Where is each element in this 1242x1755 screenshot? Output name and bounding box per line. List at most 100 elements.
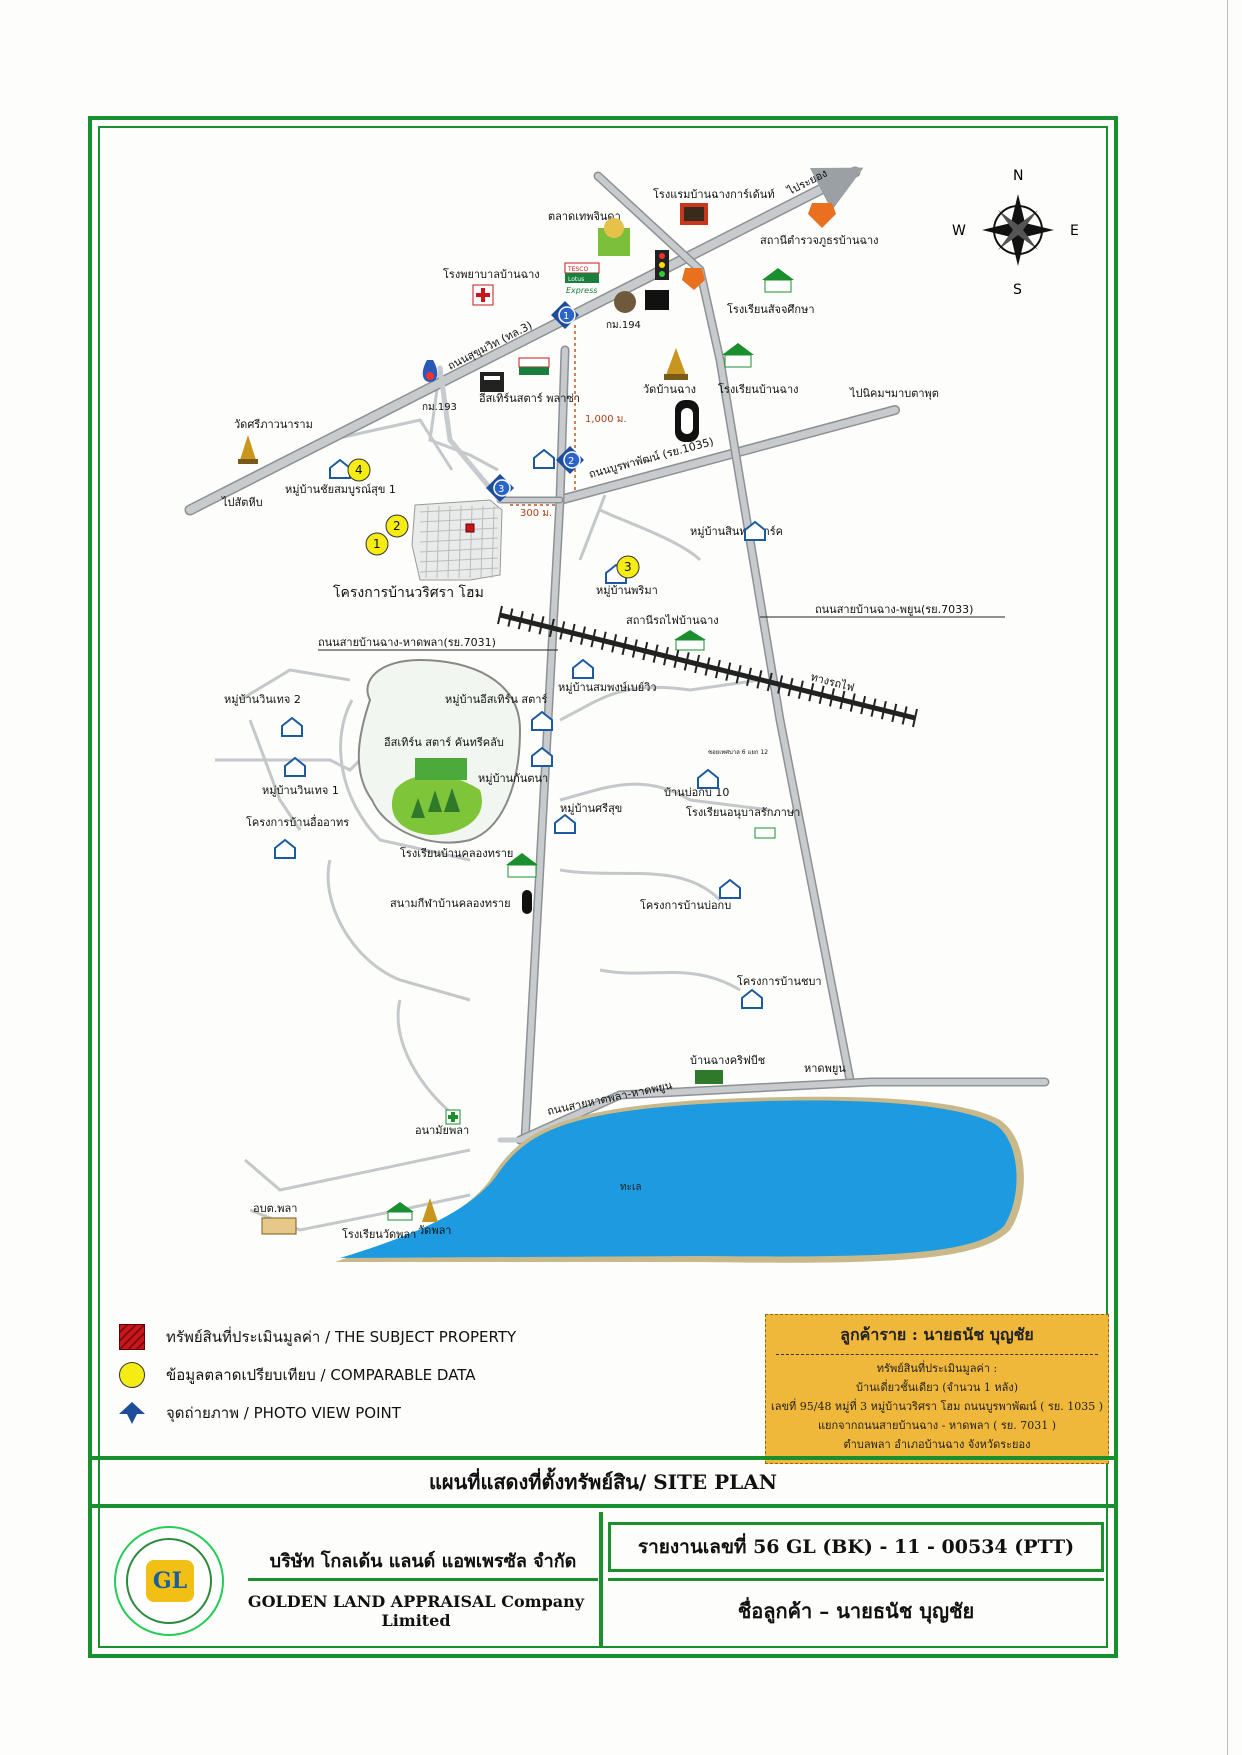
gas-station-icon	[422, 360, 438, 382]
svg-text:ตลาดเทพจินดา: ตลาดเทพจินดา	[548, 210, 621, 223]
svg-text:4: 4	[355, 463, 363, 477]
building-icon	[480, 372, 504, 392]
school-khlong-sai-icon	[506, 853, 538, 878]
legend-subject-label: ทรัพย์สินที่ประเมินมูลค่า / THE SUBJECT …	[166, 1328, 517, 1346]
village-icon	[719, 878, 741, 899]
comparable-1: 1	[365, 532, 389, 556]
photo-view-point-icon	[119, 1402, 145, 1424]
village-icon	[281, 716, 303, 737]
svg-text:อีสเทิร์น สตาร์ คันทรีคลับ: อีสเทิร์น สตาร์ คันทรีคลับ	[384, 736, 504, 749]
client-line-2: บ้านเดี่ยวชั้นเดียว (จำนวน 1 หลัง)	[856, 1381, 1018, 1394]
photo-view-points: 1 2 3	[486, 301, 584, 502]
legend-photo: จุดถ่ายภาพ / PHOTO VIEW POINT	[110, 1394, 750, 1432]
svg-text:1,000 ม.: 1,000 ม.	[585, 414, 627, 425]
photo-point-3: 3	[486, 474, 514, 502]
svg-text:ถนนสายบ้านฉาง-หาดพลา(รย.7031): ถนนสายบ้านฉาง-หาดพลา(รย.7031)	[318, 636, 496, 649]
svg-text:ถนนสายบ้านฉาง-พยูน(รย.7033): ถนนสายบ้านฉาง-พยูน(รย.7033)	[815, 603, 973, 616]
svg-text:บ้านฉางคริฟบีช: บ้านฉางคริฟบีช	[690, 1054, 765, 1067]
golf-course	[357, 658, 522, 844]
svg-text:หมู่บ้านสินทวี พาร์ค: หมู่บ้านสินทวี พาร์ค	[690, 525, 783, 538]
temple-icon	[664, 348, 688, 380]
svg-text:หมู่บ้านอีสเทิร์น สตาร์: หมู่บ้านอีสเทิร์น สตาร์	[445, 693, 547, 706]
company-panel: GL บริษัท โกลเด้น แลนด์ แอพเพรซัล จำกัด …	[98, 1512, 603, 1648]
svg-text:สถานีตำรวจภูธรบ้านฉาง: สถานีตำรวจภูธรบ้านฉาง	[760, 234, 879, 247]
svg-text:วัดศรีภาวนาราม: วัดศรีภาวนาราม	[234, 418, 313, 431]
railway	[497, 605, 918, 728]
village-icon	[329, 458, 351, 479]
comparable-data-icon	[119, 1362, 145, 1388]
svg-text:หมู่บ้านกันตนา: หมู่บ้านกันตนา	[478, 772, 548, 785]
tesco-lotus-plaza-icon	[518, 357, 550, 375]
school2-icon	[722, 343, 754, 368]
police-icon	[808, 203, 836, 228]
bank-icon	[614, 291, 636, 313]
photo-point-1: 1	[551, 301, 579, 329]
compass-e: E	[1070, 223, 1079, 239]
village-icon	[697, 768, 719, 789]
compass-n: N	[1013, 168, 1023, 184]
svg-text:หมู่บ้านพริมา: หมู่บ้านพริมา	[596, 584, 658, 597]
svg-text:ซอยเทศบาล 6 แยก 12: ซอยเทศบาล 6 แยก 12	[708, 749, 768, 756]
health-icon	[445, 1109, 461, 1125]
company-name-en: GOLDEN LAND APPRAISAL Company Limited	[247, 1592, 585, 1630]
svg-text:โรงเรียนบ้านฉาง: โรงเรียนบ้านฉาง	[718, 382, 799, 396]
school-wat-phla-icon	[386, 1202, 414, 1221]
village-icon	[274, 838, 296, 859]
svg-text:วัดพลา: วัดพลา	[418, 1224, 452, 1237]
place-labels: โรงแรมบ้านฉางการ์เด้นท์ ตลาดเทพจินดา สถา…	[224, 187, 879, 1241]
station-icon	[674, 630, 706, 651]
client-heading: ลูกค้าราย : นายธนัช บุญชัย	[776, 1315, 1098, 1355]
legend: ทรัพย์สินที่ประเมินมูลค่า / THE SUBJECT …	[110, 1318, 750, 1432]
svg-text:กม.193: กม.193	[422, 402, 457, 413]
svg-text:300 ม.: 300 ม.	[520, 508, 552, 519]
svg-text:โครงการบ้านชบา: โครงการบ้านชบา	[737, 974, 822, 988]
svg-text:TESCO: TESCO	[567, 266, 588, 273]
road-labels: ถนนสุขุมวิท (ทล.3) ถนนบูรพาพัฒน์ (รย.103…	[221, 167, 973, 1118]
page-edge-line	[1227, 0, 1228, 1755]
subject-property-marker	[465, 523, 475, 533]
comparable-3: 3	[616, 555, 640, 579]
company-divider	[248, 1578, 598, 1581]
parking-icon	[682, 268, 705, 290]
svg-text:โรงเรียนวัดพลา: โรงเรียนวัดพลา	[342, 1227, 416, 1241]
company-name-th: บริษัท โกลเด้น แลนด์ แอพเพรซัล จำกัด	[269, 1551, 577, 1572]
village-icons	[274, 448, 766, 1009]
traffic-light-icon	[655, 250, 669, 280]
village-icon	[531, 746, 553, 767]
client-line-1: ทรัพย์สินที่ประเมินมูลค่า :	[876, 1362, 998, 1375]
svg-text:โรงแรมบ้านฉางการ์เด้นท์: โรงแรมบ้านฉางการ์เด้นท์	[653, 187, 775, 201]
comparable-2: 2	[385, 514, 409, 538]
logo-mark: GL	[146, 1560, 194, 1602]
svg-text:2: 2	[568, 456, 574, 467]
svg-text:Lotus: Lotus	[568, 276, 584, 283]
beach-village-icon	[695, 1070, 723, 1084]
svg-text:ไปนิคมฯมาบตาพุต: ไปนิคมฯมาบตาพุต	[849, 387, 939, 400]
client-line-4: แยกจากถนนสายบ้านฉาง - หาดพลา ( รย. 7031 …	[817, 1419, 1057, 1432]
report-number: รายงานเลขที่ 56 GL (BK) - 11 - 00534 (PT…	[608, 1522, 1104, 1572]
market-icon	[598, 218, 630, 256]
subject-project-plan	[411, 499, 503, 581]
subject-property-icon	[119, 1324, 145, 1350]
svg-text:โรงเรียนสัจจศึกษา: โรงเรียนสัจจศึกษา	[727, 302, 815, 316]
svg-text:บ้านบ่อกบ 10: บ้านบ่อกบ 10	[664, 786, 729, 799]
legend-photo-label: จุดถ่ายภาพ / PHOTO VIEW POINT	[166, 1404, 401, 1422]
outer-frame	[88, 116, 1118, 1658]
wat-phla-icon	[422, 1198, 438, 1222]
svg-text:หมู่บ้านศรีสุข: หมู่บ้านศรีสุข	[560, 802, 622, 815]
compass-w: W	[952, 223, 966, 239]
compass-rose: N S E W	[952, 168, 1079, 298]
svg-text:หมู่บ้านวินเทจ 1: หมู่บ้านวินเทจ 1	[262, 784, 339, 797]
svg-text:ไปสัตหีบ: ไปสัตหีบ	[221, 496, 263, 509]
village-icon	[744, 520, 766, 541]
client-line-3: เลขที่ 95/48 หมู่ที่ 3 หมู่บ้านวริศรา โฮ…	[770, 1400, 1104, 1413]
stadium-khlong-sai-icon	[522, 890, 532, 914]
village-icon	[554, 813, 576, 834]
svg-text:Express: Express	[566, 286, 597, 295]
svg-text:สนามกีฬาบ้านคลองทราย: สนามกีฬาบ้านคลองทราย	[390, 897, 511, 910]
svg-text:โรงเรียนอนุบาลรักภาษา: โรงเรียนอนุบาลรักภาษา	[686, 805, 800, 819]
village-icon	[533, 448, 555, 469]
company-logo: GL	[114, 1526, 224, 1636]
